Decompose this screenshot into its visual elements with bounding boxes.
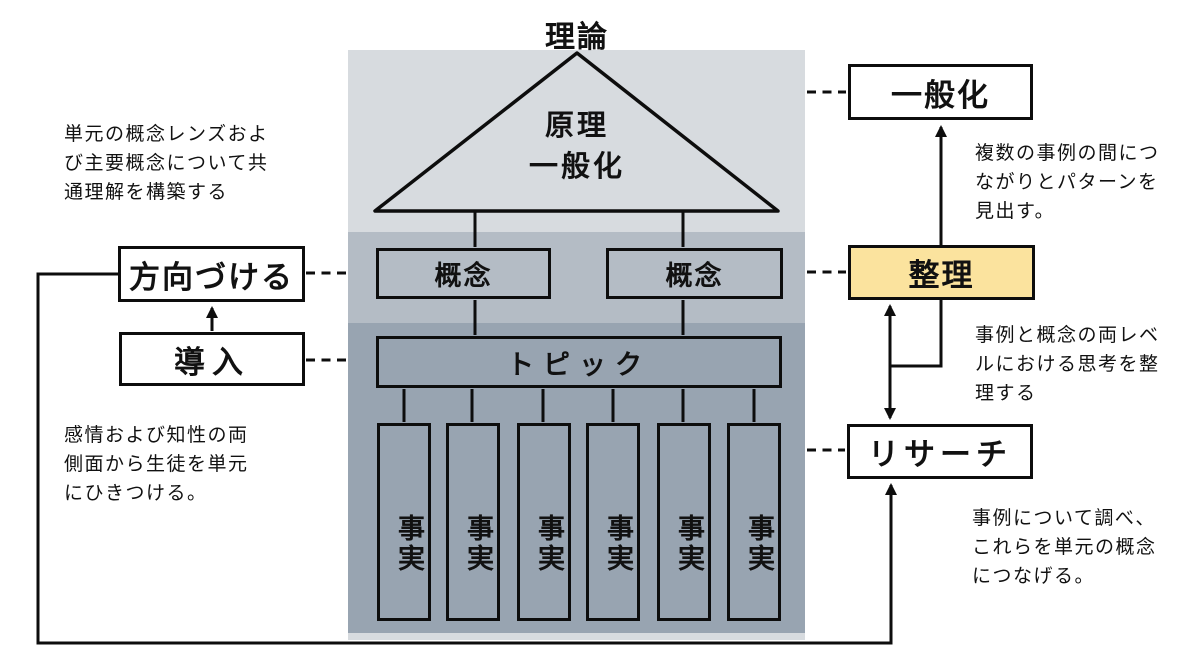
fact-box-1: 事実	[377, 423, 431, 621]
note-orient: 単元の概念レンズおよ び主要概念について共 通理解を構築する	[64, 123, 269, 203]
band-principle-level	[348, 50, 805, 232]
pyramid-triangle	[373, 51, 780, 213]
fact-box-5: 事実	[657, 423, 711, 621]
band-bottom-sliver	[348, 633, 805, 640]
research-box: リサーチ	[847, 424, 1033, 479]
arrow-to-generalize	[891, 125, 947, 368]
band-concept-level	[348, 232, 805, 323]
diagram-title: 理論	[545, 20, 609, 55]
generalize-box: 一般化	[848, 64, 1033, 120]
fact-box-2: 事実	[446, 423, 500, 621]
note-generalize: 複数の事例の間につ ながりとパターンを 見出す。	[975, 142, 1160, 222]
organize-box: 整理	[848, 245, 1035, 300]
feedback-loop-line	[36, 272, 897, 645]
topic-box: トピック	[376, 336, 782, 388]
intro-box: 導入	[119, 332, 305, 386]
fact-box-3: 事実	[517, 423, 571, 621]
principle-generalization-label: 原理 一般化	[528, 108, 625, 183]
note-organize: 事例と概念の両レベ ルにおける思考を整 理する	[975, 324, 1160, 404]
concept-box-left: 概念	[376, 248, 551, 299]
fact-box-4: 事実	[586, 423, 640, 621]
note-research: 事例について調べ、 これらを単元の概念 につなげる。	[972, 507, 1157, 587]
orient-box: 方向づける	[118, 246, 305, 302]
fact-box-6: 事実	[727, 423, 781, 621]
concept-box-right: 概念	[606, 248, 783, 299]
note-intro: 感情および知性の両 側面から生徒を単元 にひきつける。	[64, 424, 249, 504]
